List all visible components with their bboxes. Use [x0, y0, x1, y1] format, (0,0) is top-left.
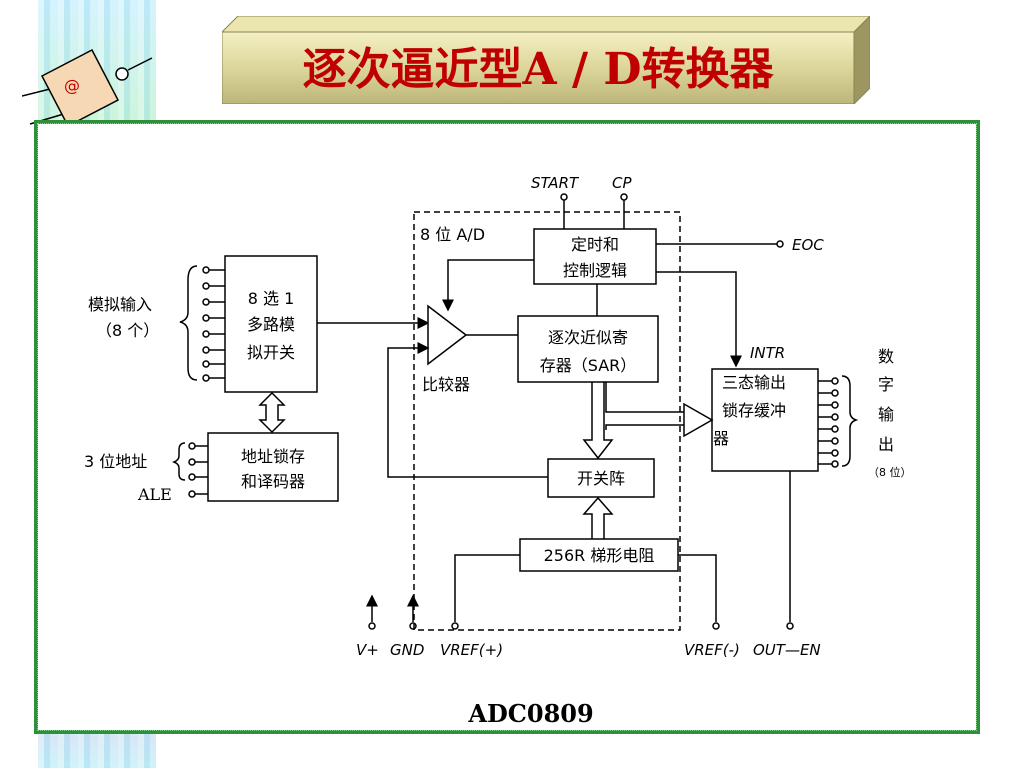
cp-label: CP — [612, 174, 632, 192]
address-label: 3 位地址 — [84, 452, 147, 471]
diagram-caption: ADC0809 — [467, 699, 593, 728]
mux-text-2: 多路模 — [247, 315, 295, 334]
vref-pos-label: VREF(+) — [440, 641, 503, 659]
logo-gate: @ — [22, 48, 153, 128]
sar-text-2: 存器（SAR） — [540, 356, 637, 375]
digital-out-1: 数 — [878, 347, 894, 366]
latch-text-1: 地址锁存 — [241, 447, 305, 466]
logo-text: @ — [64, 76, 80, 95]
control-block — [533, 228, 657, 285]
page-title: 逐次逼近型A / D转换器 — [302, 44, 774, 95]
resistor-text: 256R 梯形电阻 — [544, 546, 655, 565]
switch-text: 开关阵 — [577, 469, 625, 488]
digital-out-5: （8 位） — [868, 465, 912, 479]
vref-neg-label: VREF(-) — [684, 641, 740, 659]
diagram-frame — [34, 120, 980, 734]
digital-out-4: 出 — [878, 435, 894, 454]
vplus-label: V+ — [356, 641, 379, 659]
comparator-label: 比较器 — [422, 375, 470, 394]
mux-text-1: 8 选 1 — [248, 289, 295, 308]
box-label: 8 位 A/D — [420, 225, 485, 244]
buffer-block — [711, 368, 819, 472]
ale-label: ALE — [137, 485, 172, 504]
digital-out-2: 字 — [878, 375, 894, 394]
start-label: START — [531, 174, 580, 192]
digital-out-3: 输 — [878, 405, 894, 424]
gnd-label: GND — [390, 641, 424, 659]
intr-label: INTR — [750, 344, 785, 362]
analog-in-label-2: （8 个） — [96, 321, 159, 340]
buffer-text-1: 三态输出 — [722, 373, 786, 392]
control-text-2: 控制逻辑 — [563, 261, 627, 280]
latch-text-2: 和译码器 — [241, 472, 305, 491]
buffer-text-2: 锁存缓冲 — [722, 401, 786, 420]
eoc-label: EOC — [792, 236, 824, 254]
mux-block — [224, 255, 318, 393]
out-en-label: OUT—EN — [753, 641, 821, 659]
buffer-text-3: 器 — [713, 429, 729, 448]
switch-block — [547, 458, 655, 498]
mux-text-3: 拟开关 — [247, 343, 295, 362]
analog-in-label-1: 模拟输入 — [88, 295, 152, 314]
sar-block — [517, 315, 659, 383]
latch-block — [207, 432, 339, 502]
control-text-1: 定时和 — [571, 235, 619, 254]
title-banner: 逐次逼近型A / D转换器 — [220, 14, 872, 106]
ad-boundary — [413, 211, 681, 631]
comparator — [427, 304, 468, 366]
sar-text-1: 逐次近似寄 — [548, 328, 628, 347]
